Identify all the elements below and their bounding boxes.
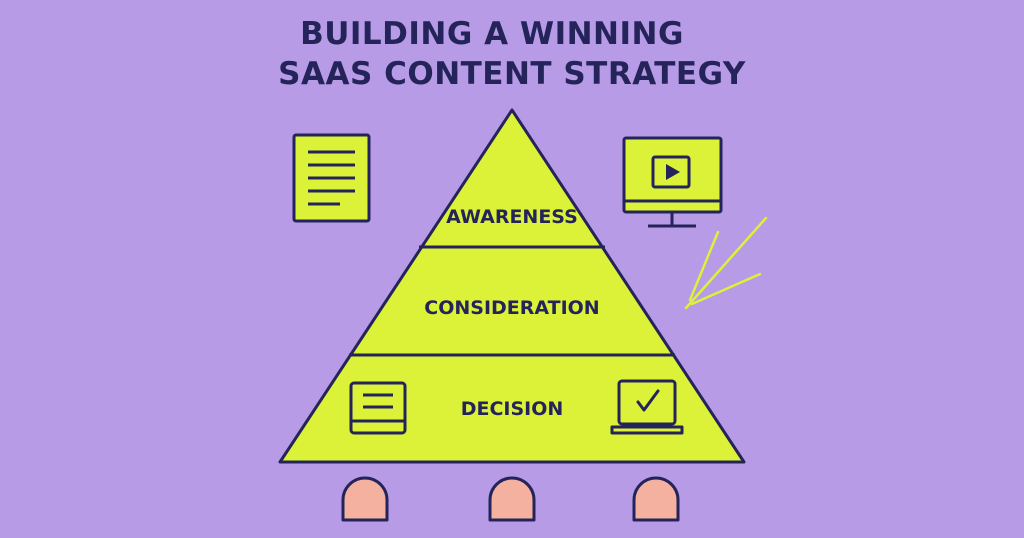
content-card-icon — [349, 381, 407, 435]
person-icon — [632, 476, 680, 522]
document-icon — [292, 133, 371, 223]
tier-label-awareness: AWARENESS — [446, 206, 578, 228]
tier-label-decision: DECISION — [461, 398, 564, 420]
person-icon — [488, 476, 536, 522]
person-icon — [341, 476, 389, 522]
page-title: BUILDING A WINNING SAAS CONTENT STRATEGY — [0, 14, 1024, 94]
title-line-2: SAAS CONTENT STRATEGY — [278, 56, 746, 92]
laptop-check-icon — [610, 379, 684, 435]
sparkle-lines-icon — [684, 216, 768, 310]
pyramid-shape — [278, 108, 746, 464]
title-line-1: BUILDING A WINNING — [300, 16, 684, 52]
tier-label-consideration: CONSIDERATION — [424, 297, 599, 319]
video-monitor-icon — [622, 136, 723, 228]
